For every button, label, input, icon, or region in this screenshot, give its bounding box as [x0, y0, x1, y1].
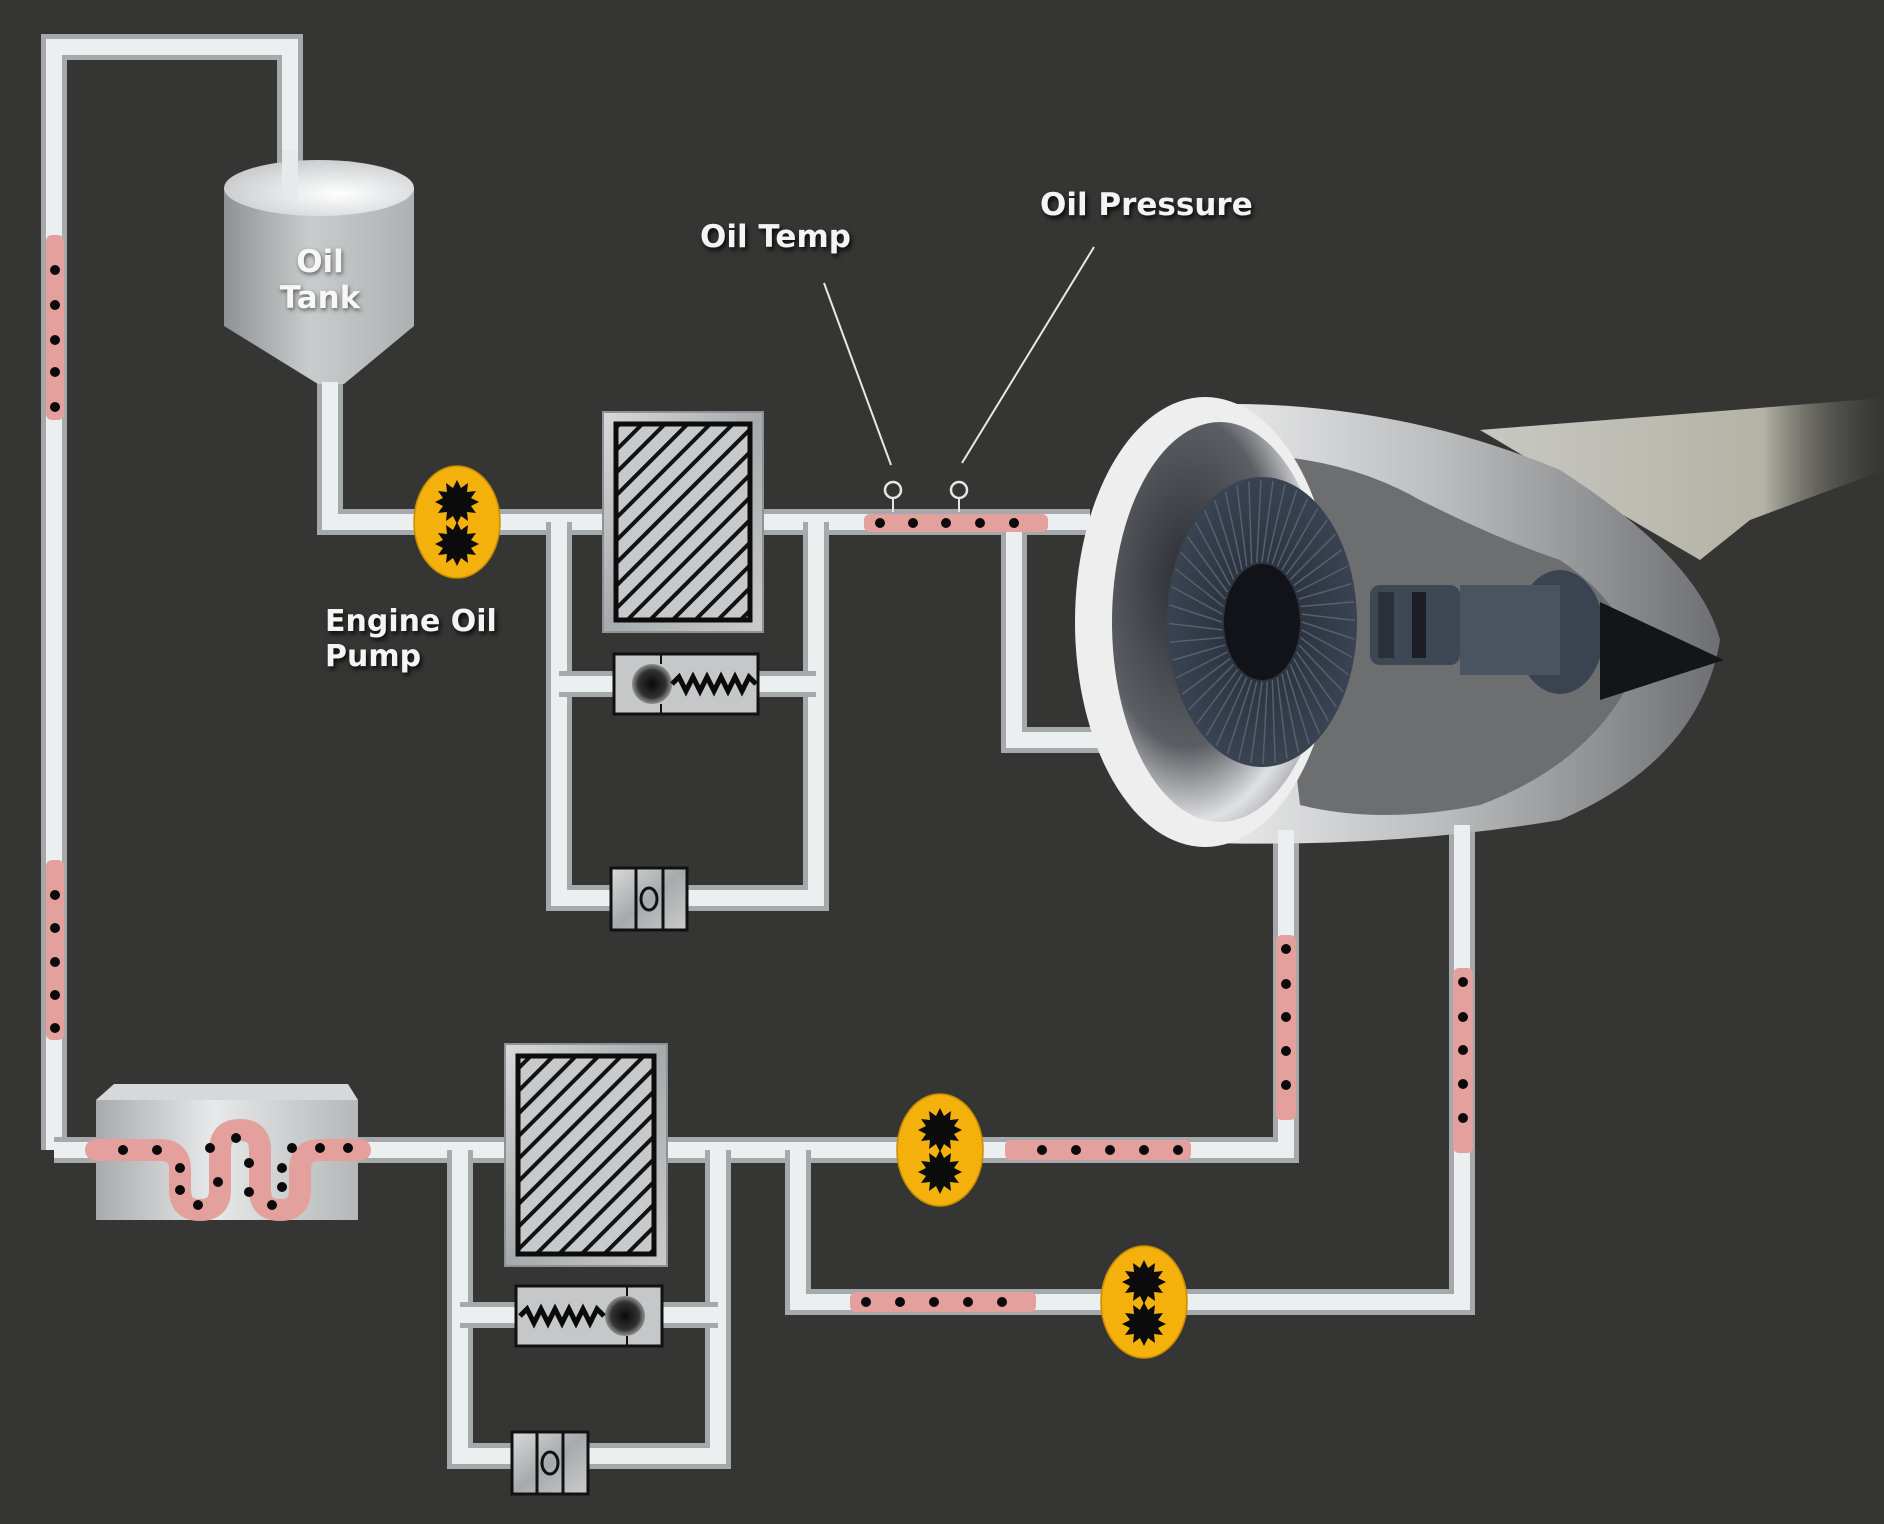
fan-blade — [1250, 681, 1263, 764]
fan-blade — [1188, 663, 1235, 711]
fuel-oil-heat-exchanger[interactable] — [85, 1084, 371, 1222]
fan-blade — [1301, 613, 1356, 622]
fan-blade — [1271, 489, 1298, 565]
fan-blade — [1296, 565, 1348, 593]
engine-oil-pump-label: Engine Oil Pump — [325, 604, 497, 674]
fan-blade — [1215, 677, 1248, 747]
fan-blade — [1256, 479, 1262, 563]
fan-blade — [1276, 497, 1309, 567]
fan-blade — [1281, 508, 1319, 571]
oil-temp-sensor[interactable] — [883, 480, 903, 512]
fan-blade — [1169, 636, 1224, 643]
oil-flow-segment — [850, 1292, 1036, 1312]
fan-blade — [1172, 644, 1226, 661]
fan-blade — [1300, 601, 1355, 608]
fan-blade — [1289, 533, 1336, 581]
engine-oil-pump-label-line1: Engine Oil — [325, 604, 497, 639]
fan-blade — [1298, 644, 1344, 693]
fan-blade — [1300, 636, 1349, 676]
oil-flow-segment — [864, 514, 1048, 532]
fan-blade — [1262, 681, 1268, 765]
fan-blade — [1203, 510, 1235, 580]
fan-blade — [1213, 499, 1239, 575]
fan-blade — [1180, 551, 1226, 600]
oil-flow-segment — [46, 235, 64, 420]
fan-blade — [1289, 664, 1321, 734]
fan-blade — [1168, 622, 1223, 631]
fan-blade — [1224, 491, 1243, 571]
fan-blade — [1238, 681, 1258, 760]
wing — [1480, 398, 1884, 560]
exhaust-cone — [1600, 602, 1724, 700]
fan-blade — [1226, 679, 1253, 755]
pressure-filter-bypass-valve[interactable] — [612, 652, 760, 716]
pressure-filter-check-valve[interactable] — [609, 866, 689, 932]
fan-blade — [1248, 481, 1253, 565]
fan-blade — [1298, 583, 1352, 600]
fan-blade — [1236, 485, 1248, 567]
engine-oil-pump[interactable] — [413, 465, 501, 579]
fan-blade — [1266, 484, 1286, 563]
turbofan-engine[interactable] — [1075, 397, 1884, 847]
oil-pressure-leader-line — [961, 246, 1095, 464]
oil-tank[interactable] — [224, 150, 414, 384]
pressure-filter[interactable] — [602, 411, 764, 633]
fan-blade — [1186, 536, 1228, 593]
oil-temp-label: Oil Temp — [700, 219, 851, 255]
oil-tank-label-line1: Oil — [296, 244, 344, 280]
fan-blade — [1181, 657, 1231, 695]
oil-flow-segment — [1005, 1140, 1191, 1160]
fan-blade — [1175, 568, 1224, 608]
scavenge-pump-1[interactable] — [896, 1093, 984, 1207]
oil-temp-leader-line — [823, 282, 892, 466]
scavenge-filter[interactable] — [504, 1043, 668, 1267]
fan-blade — [1271, 679, 1276, 763]
fan-blade — [1276, 677, 1288, 759]
fan-blade — [1196, 669, 1239, 724]
scavenge-filter-bypass-valve[interactable] — [514, 1284, 664, 1348]
oil-flow — [46, 235, 1473, 1312]
fan-blade — [1169, 604, 1223, 623]
oil-pressure-label: Oil Pressure — [1040, 187, 1253, 223]
fan-blade — [1194, 522, 1231, 586]
fan-blade — [1176, 651, 1228, 679]
fan-blade — [1293, 658, 1330, 722]
spinner-hub — [1224, 564, 1300, 680]
oil-tank-label: Oil Tank — [250, 244, 390, 316]
fan-blade — [1261, 480, 1274, 563]
engine-oil-pump-label-line2: Pump — [325, 638, 422, 674]
fan-blade — [1285, 520, 1328, 575]
scavenge-filter-check-valve[interactable] — [510, 1430, 590, 1496]
scavenge-pump-2[interactable] — [1100, 1245, 1188, 1359]
fan-blade — [1285, 669, 1311, 745]
fan-blade — [1205, 673, 1243, 736]
oil-tank-label-line2: Tank — [279, 279, 361, 316]
fan-blade — [1301, 629, 1353, 658]
fan-blade — [1296, 651, 1338, 708]
fan-blade — [1281, 673, 1300, 753]
fan-blade — [1171, 586, 1223, 615]
oil-flow-segment — [1276, 935, 1296, 1120]
pipe-scavenge-branch — [785, 820, 1475, 1315]
oil-pressure-sensor[interactable] — [949, 480, 969, 512]
fan-blade — [1301, 621, 1355, 640]
oil-flow-segment — [1453, 968, 1473, 1153]
oil-flow-segment — [46, 860, 64, 1040]
fan-blades — [1168, 479, 1356, 765]
fan-blade — [1293, 549, 1343, 587]
